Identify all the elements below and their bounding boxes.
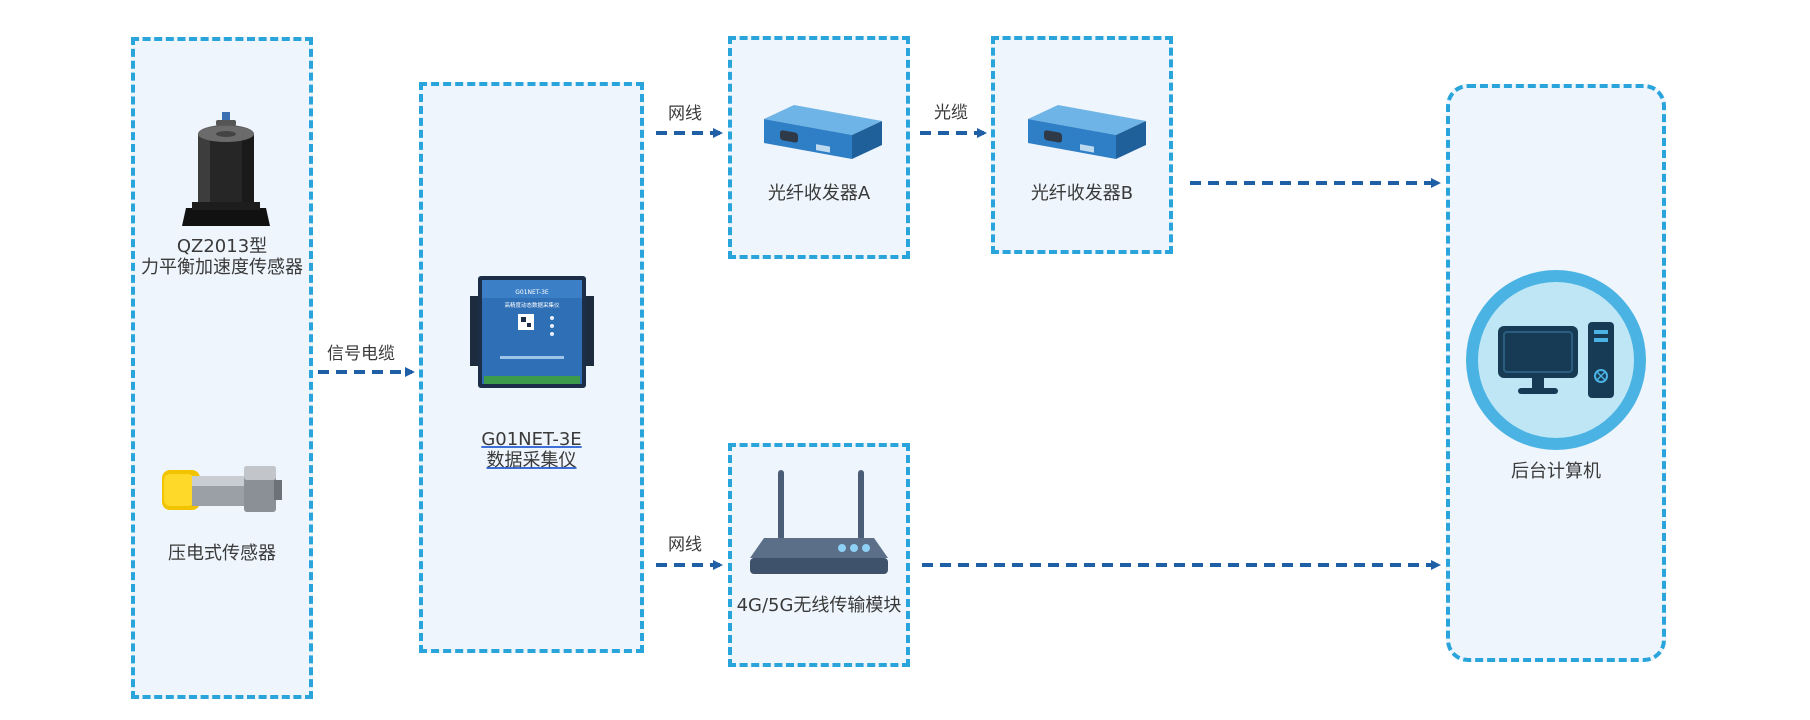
transceiver-a-box bbox=[728, 36, 910, 259]
force-balance-sensor-icon bbox=[182, 112, 270, 226]
computer-icon bbox=[1466, 270, 1646, 450]
sensor1-name-label: 力平衡加速度传感器 bbox=[141, 257, 303, 278]
signal-cable-label: 信号电缆 bbox=[327, 344, 395, 364]
collector-name-label: 数据采集仪 bbox=[486, 450, 577, 471]
wireless-label: 4G/5G无线传输模块 bbox=[736, 595, 902, 616]
network-cable-top-label: 网线 bbox=[668, 104, 702, 124]
backend-label: 后台计算机 bbox=[1511, 461, 1601, 482]
sensor2-name-label: 压电式传感器 bbox=[168, 543, 276, 564]
fiber-cable-label: 光缆 bbox=[934, 103, 968, 123]
collector-device-title-text: 高精度动态数据采集仪 bbox=[504, 301, 560, 309]
collector-device-model-text: G01NET-3E bbox=[515, 289, 549, 296]
sensor1-model-label: QZ2013型 bbox=[176, 236, 268, 257]
collector-model-label: G01NET-3E bbox=[481, 429, 582, 450]
network-cable-bottom-label: 网线 bbox=[668, 535, 702, 555]
transceiver-a-label: 光纤收发器A bbox=[767, 183, 871, 204]
fiber-transceiver-a-icon bbox=[764, 105, 882, 159]
router-icon bbox=[750, 470, 888, 574]
fiber-transceiver-b-icon bbox=[1028, 105, 1146, 159]
piezoelectric-sensor-icon bbox=[162, 466, 282, 512]
transceiver-b-label: 光纤收发器B bbox=[1030, 183, 1134, 204]
data-collector-device-icon: G01NET-3E 高精度动态数据采集仪 bbox=[470, 276, 594, 388]
